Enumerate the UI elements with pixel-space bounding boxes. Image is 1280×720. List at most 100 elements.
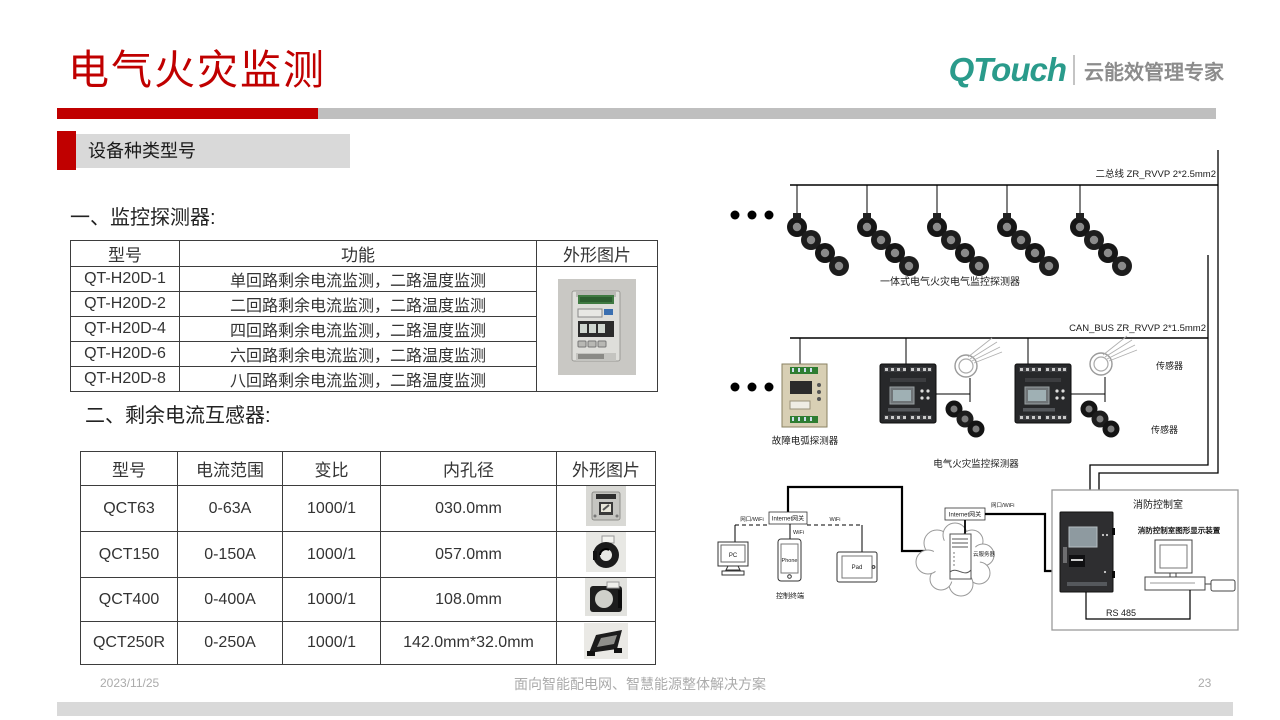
detector-table: 型号 功能 外形图片 QT-H20D-1 单回路剩余电流监测，二路温度监测: [70, 240, 658, 392]
rs485-label: RS 485: [1106, 608, 1136, 618]
bus2-trunk-line: [1089, 255, 1209, 512]
col-header-photo: 外形图片: [556, 451, 656, 486]
graphic-display-workstation: [1144, 539, 1236, 592]
col-header-model: 型号: [80, 451, 178, 486]
model-cell: QT-H20D-4: [70, 316, 180, 342]
table-row: QT-H20D-1 单回路剩余电流监测，二路温度监测: [70, 266, 658, 392]
pc-device: [717, 541, 749, 576]
gateway2-link-line: [985, 512, 1060, 573]
title-underline-red: [57, 108, 318, 119]
section-header-accent: [57, 131, 76, 170]
sensor-label-1: 传感器: [1156, 360, 1183, 371]
transformer-heading: 二、剩余电流互感器:: [85, 405, 271, 427]
range-cell: 0-63A: [177, 485, 283, 532]
ct-sensor-stack-2: [1080, 400, 1120, 438]
port-wifi-label-1: 网口/WiFi: [740, 516, 764, 523]
pad-device: [836, 551, 878, 583]
function-cell: 四回路剩余电流监测，二路温度监测: [179, 316, 537, 342]
ratio-cell: 1000/1: [282, 577, 381, 622]
table-row: QCT400 0-400A 1000/1 108.0mm: [80, 577, 656, 622]
section-header-label: 设备种类型号: [88, 141, 196, 161]
ellipsis-dots: [730, 210, 774, 220]
gateway2-label: Internet网关: [949, 511, 981, 519]
wifi-label-1: WiFi: [793, 530, 804, 536]
table-row: QT-H20D-8 八回路剩余电流监测，二路温度监测: [70, 366, 658, 392]
logo-divider: [1073, 55, 1075, 85]
wire-sensor-coil-1: [954, 337, 1003, 378]
bus2-label: CAN_BUS ZR_RVVP 2*1.5mm2: [1069, 323, 1206, 334]
table-header-row: 型号 功能 外形图片: [70, 240, 658, 267]
gateway1-uplink-line: [786, 485, 949, 553]
title-underline-gray: [318, 108, 1216, 119]
footer-page-number: 23: [1198, 676, 1212, 690]
display-device-label: 消防控制室图形显示装置: [1138, 525, 1221, 535]
footer-title: 面向智能配电网、智慧能源整体解决方案: [514, 676, 766, 692]
transformer-table: 型号 电流范围 变比 内孔径 外形图片 QCT63 0-63A 1000/1 0…: [80, 451, 656, 665]
function-cell: 六回路剩余电流监测，二路温度监测: [179, 341, 537, 367]
integrated-detector-group: [787, 185, 1132, 276]
brand-logo: QTouch 云能效管理专家: [928, 48, 1224, 92]
col-header-model: 型号: [70, 240, 180, 267]
table-row: QT-H20D-6 六回路剩余电流监测，二路温度监测: [70, 341, 658, 367]
ct-photo-cell: [556, 577, 656, 622]
ellipsis-dots: [730, 382, 774, 392]
model-cell: QT-H20D-6: [70, 341, 180, 367]
ct-qct150-image: [586, 532, 626, 572]
ct-qct63-image: [586, 486, 626, 526]
footer-bar: [57, 702, 1233, 716]
pad-label: Pad: [852, 565, 863, 571]
ct-sensor-stack-1: [945, 400, 985, 438]
table-row: QCT63 0-63A 1000/1 030.0mm: [80, 485, 656, 532]
bore-cell: 142.0mm*32.0mm: [380, 621, 557, 665]
wire-sensor-coil-2: [1089, 335, 1138, 376]
control-room-label: 消防控制室: [1133, 498, 1183, 511]
ct-photo-cell: [556, 531, 656, 578]
arc-detector-label: 故障电弧探测器: [772, 435, 839, 447]
phone-device: [777, 538, 802, 582]
ct-qct400-image: [585, 578, 627, 616]
brand-tagline: 云能效管理专家: [1084, 61, 1224, 84]
ct-photo-cell: [556, 621, 656, 665]
detector-photo-cell: [536, 266, 658, 392]
internet-gateway-1: [768, 511, 808, 525]
terminal-label: 控制终端: [776, 591, 804, 600]
range-cell: 0-400A: [177, 577, 283, 622]
fire-detector-device-2: [1014, 363, 1072, 424]
model-cell: QT-H20D-1: [70, 266, 180, 292]
pc-label: PC: [729, 553, 738, 559]
integrated-detector-label: 一体式电气火灾电气监控探测器: [880, 275, 1020, 288]
col-header-range: 电流范围: [177, 451, 283, 486]
detector-heading: 一、监控探测器:: [70, 207, 216, 229]
printer-device: [1210, 579, 1236, 592]
range-cell: 0-250A: [177, 621, 283, 665]
table-header-row: 型号 电流范围 变比 内孔径 外形图片: [80, 451, 656, 486]
bore-cell: 108.0mm: [380, 577, 557, 622]
ct-photo-cell: [556, 485, 656, 532]
model-cell: QCT400: [80, 577, 178, 622]
arc-detector-device: [781, 363, 828, 428]
bore-cell: 030.0mm: [380, 485, 557, 532]
col-header-ratio: 变比: [282, 451, 381, 486]
detector-photo-image: [558, 278, 636, 375]
model-cell: QT-H20D-8: [70, 366, 180, 392]
rs485-line: [1085, 590, 1191, 620]
range-cell: 0-150A: [177, 531, 283, 578]
model-cell: QT-H20D-2: [70, 291, 180, 317]
ratio-cell: 1000/1: [282, 531, 381, 578]
bore-cell: 057.0mm: [380, 531, 557, 578]
col-header-bore: 内孔径: [380, 451, 557, 486]
table-row: QCT150 0-150A 1000/1 057.0mm: [80, 531, 656, 578]
col-header-function: 功能: [179, 240, 537, 267]
section-header-bg: [57, 134, 350, 168]
function-cell: 二回路剩余电流监测，二路温度监测: [179, 291, 537, 317]
function-cell: 八回路剩余电流监测，二路温度监测: [179, 366, 537, 392]
model-cell: QCT150: [80, 531, 178, 578]
system-diagram: 二总线 ZR_RVVP 2*2.5mm2 一体式电气火灾电气监控探测器 CAN_…: [717, 150, 1239, 631]
control-cabinet-device: [1059, 511, 1115, 593]
fire-detector-label: 电气火灾监控探测器: [933, 458, 1019, 470]
model-cell: QCT250R: [80, 621, 178, 665]
port-wifi-label-2: 网口/WiFi: [991, 502, 1015, 509]
brand-name: QTouch: [948, 51, 1067, 88]
phone-label: Phone: [782, 558, 798, 564]
